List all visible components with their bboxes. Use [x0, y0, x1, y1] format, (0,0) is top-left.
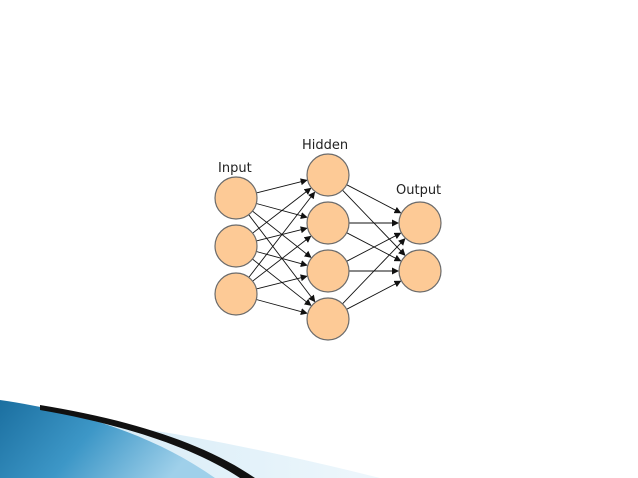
connection-input-3-to-hidden-4 — [256, 299, 308, 316]
layer-label-input: Input — [218, 161, 252, 176]
connection-input-3-to-hidden-3 — [256, 274, 308, 290]
swoosh-dark-stripe — [40, 405, 255, 478]
connection-input-1-to-hidden-1 — [256, 178, 308, 194]
layer-label-output: Output — [396, 183, 441, 198]
connection-hidden-4-to-output-1 — [342, 238, 406, 305]
hidden-node-1 — [306, 153, 350, 197]
hidden-node-4 — [306, 297, 350, 341]
connection-hidden-1-to-output-1 — [346, 184, 402, 214]
swoosh-blue-band — [0, 400, 215, 478]
connection-hidden-4-to-output-2 — [346, 280, 402, 310]
corner-swoosh-decoration — [0, 400, 380, 478]
connection-hidden-3-to-output-1 — [346, 232, 402, 262]
connection-input-3-to-hidden-2 — [252, 235, 312, 282]
input-node-2 — [214, 224, 258, 268]
connection-input-2-to-hidden-1 — [252, 187, 312, 234]
hidden-node-3 — [306, 249, 350, 293]
input-node-3 — [214, 272, 258, 316]
connection-input-3-to-hidden-1 — [248, 191, 316, 278]
output-node-2 — [398, 249, 442, 293]
neural-network-diagram: Input Hidden Output — [214, 138, 442, 341]
input-node-1 — [214, 176, 258, 220]
hidden-node-2 — [306, 201, 350, 245]
connections — [248, 178, 406, 316]
layer-label-hidden: Hidden — [302, 138, 348, 153]
output-node-1 — [398, 201, 442, 245]
nodes — [214, 153, 442, 341]
